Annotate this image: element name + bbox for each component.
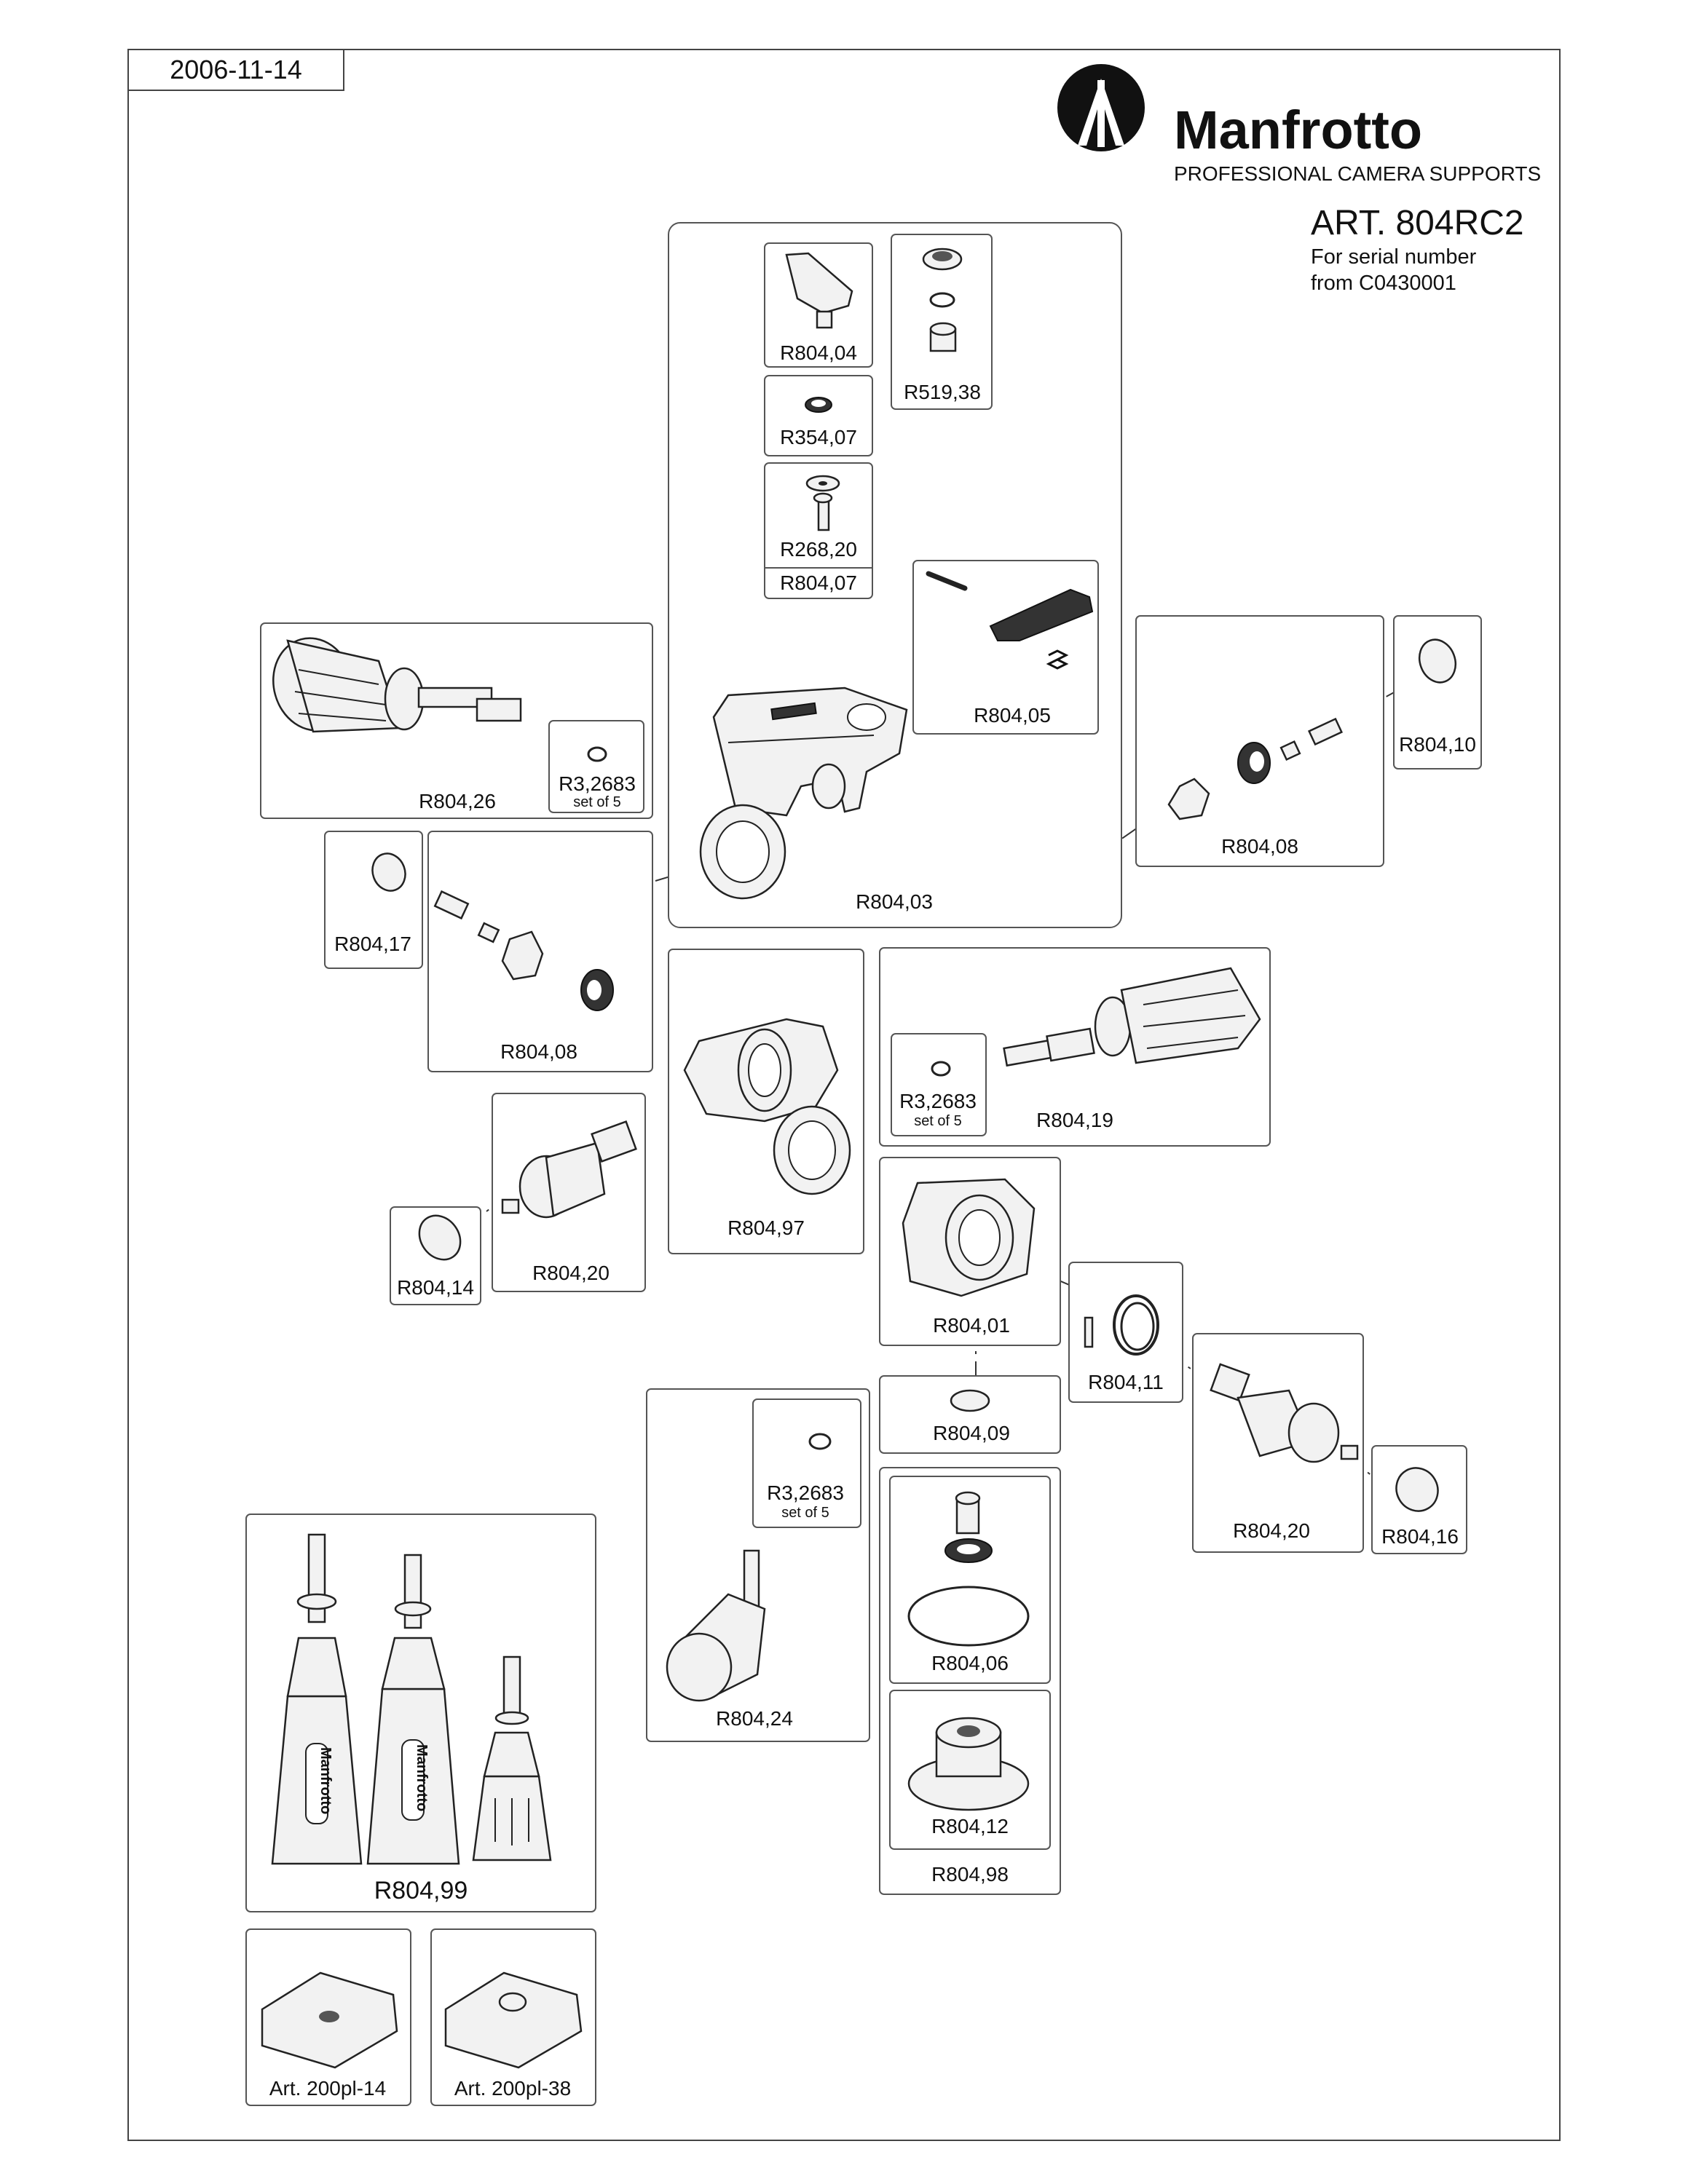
label-r804-05: R804,05 bbox=[974, 704, 1051, 727]
label-r804-11: R804,11 bbox=[1088, 1371, 1164, 1393]
part-r804-16: R804,16 bbox=[1371, 1445, 1467, 1554]
label-r519-38: R519,38 bbox=[904, 381, 981, 403]
manfrotto-logo: Manfrotto PROFESSIONAL CAMERA SUPPORTS bbox=[1057, 64, 1541, 185]
label-r354-07: R354,07 bbox=[780, 426, 857, 448]
part-r804-14: R804,14 bbox=[390, 1206, 481, 1305]
label-r804-14: R804,14 bbox=[397, 1276, 474, 1299]
serial-line-1: For serial number bbox=[1311, 245, 1477, 269]
label-r804-17: R804,17 bbox=[334, 933, 411, 955]
part-r3-2683-a: R3,2683 set of 5 bbox=[548, 720, 644, 813]
part-r804-05: R804,05 bbox=[912, 560, 1099, 735]
label-r804-20-right: R804,20 bbox=[1233, 1519, 1310, 1542]
label-r804-07: R804,07 bbox=[780, 571, 857, 594]
part-r3-2683-b: R3,2683 set of 5 bbox=[891, 1033, 987, 1136]
part-r3-2683-c: R3,2683 set of 5 bbox=[752, 1398, 861, 1528]
label-r804-26: R804,26 bbox=[419, 790, 496, 812]
part-r804-10: R804,10 bbox=[1393, 615, 1482, 769]
part-r804-20-left: R804,20 bbox=[492, 1093, 646, 1292]
handle-logo-1: Manfrotto bbox=[318, 1747, 334, 1814]
label-r804-16: R804,16 bbox=[1381, 1525, 1459, 1548]
label-r804-03: R804,03 bbox=[856, 890, 933, 913]
label-r3-2683-a: R3,2683 bbox=[559, 772, 636, 795]
part-r804-20-right: R804,20 bbox=[1192, 1333, 1364, 1553]
serial-line-2: from C0430001 bbox=[1311, 272, 1456, 295]
part-r804-07: R268,20 R804,07 bbox=[764, 462, 873, 599]
label-r804-06: R804,06 bbox=[931, 1652, 1009, 1674]
part-r804-97: R804,97 bbox=[668, 949, 864, 1254]
part-r804-08-left: R804,08 bbox=[427, 831, 653, 1072]
label-r804-08-right: R804,08 bbox=[1221, 835, 1298, 858]
label-r3-2683-c: R3,2683 bbox=[767, 1481, 844, 1504]
label-r804-12: R804,12 bbox=[931, 1815, 1009, 1837]
part-r804-04: R804,04 bbox=[764, 242, 873, 368]
label-r804-04: R804,04 bbox=[780, 341, 857, 364]
label-r804-10: R804,10 bbox=[1399, 733, 1476, 756]
plate-art-200pl-14: Art. 200pl-14 bbox=[245, 1928, 411, 2106]
date-stamp: 2006-11-14 bbox=[127, 49, 344, 91]
label-r804-99: R804,99 bbox=[374, 1877, 468, 1904]
part-r804-11: R804,11 bbox=[1068, 1262, 1183, 1403]
handle-logo-2: Manfrotto bbox=[414, 1744, 430, 1811]
part-r804-17: R804,17 bbox=[324, 831, 423, 969]
part-r519-38: R519,38 bbox=[891, 234, 993, 410]
part-group-r804-99: Manfrotto Manfrotto R804,99 bbox=[245, 1514, 596, 1912]
label-set-of-5-c: set of 5 bbox=[781, 1505, 829, 1521]
part-group-r804-98: R804,06 R804,12 R804,98 bbox=[879, 1467, 1061, 1895]
label-r804-08-left: R804,08 bbox=[500, 1040, 577, 1063]
label-r804-97: R804,97 bbox=[727, 1216, 805, 1239]
label-art-200pl-14: Art. 200pl-14 bbox=[269, 2077, 386, 2100]
label-r804-01: R804,01 bbox=[933, 1314, 1010, 1337]
label-set-of-5-a: set of 5 bbox=[573, 794, 621, 810]
plate-art-200pl-38: Art. 200pl-38 bbox=[430, 1928, 596, 2106]
label-r3-2683-b: R3,2683 bbox=[899, 1090, 977, 1112]
date-text: 2006-11-14 bbox=[170, 55, 301, 84]
label-r804-19: R804,19 bbox=[1036, 1109, 1113, 1131]
label-r804-98: R804,98 bbox=[931, 1863, 1009, 1886]
label-r804-24: R804,24 bbox=[716, 1707, 793, 1730]
label-r268-20: R268,20 bbox=[780, 538, 857, 561]
label-r804-09: R804,09 bbox=[933, 1422, 1010, 1444]
part-r804-09: R804,09 bbox=[879, 1375, 1061, 1454]
part-r354-07: R354,07 bbox=[764, 375, 873, 456]
brand-tagline: PROFESSIONAL CAMERA SUPPORTS bbox=[1174, 162, 1541, 185]
sheet-border bbox=[127, 49, 1561, 2141]
brand-name: Manfrotto bbox=[1174, 100, 1422, 160]
part-r804-08-right: R804,08 bbox=[1135, 615, 1384, 867]
article-code: ART. 804RC2 bbox=[1311, 204, 1524, 242]
part-r804-01: R804,01 bbox=[879, 1157, 1061, 1346]
label-r804-20-left: R804,20 bbox=[532, 1262, 610, 1284]
label-art-200pl-38: Art. 200pl-38 bbox=[454, 2077, 571, 2100]
label-set-of-5-b: set of 5 bbox=[914, 1113, 962, 1129]
